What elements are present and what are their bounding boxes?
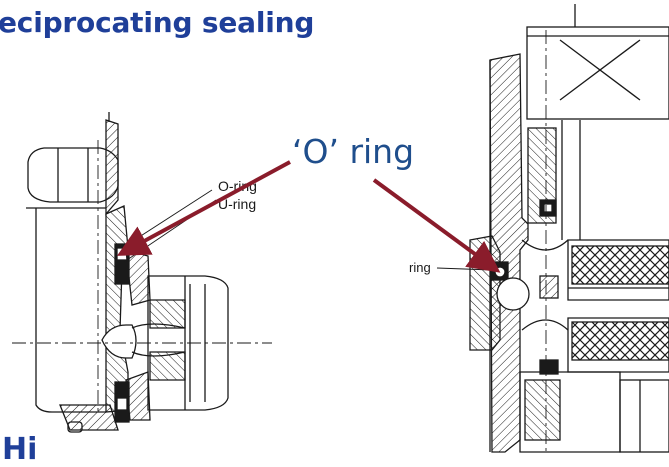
- callout-arrow-right: [372, 178, 501, 273]
- callout-arrow-left: [116, 160, 291, 256]
- u-ring-label: U-ring: [218, 196, 256, 212]
- bottom-heading: Hi: [2, 432, 38, 467]
- slide-title: eciprocating sealing: [0, 6, 315, 39]
- right-valve-drawing: [436, 4, 669, 453]
- seal-diagrams: O-ring U-ring: [12, 4, 669, 453]
- ring-label: ring: [409, 260, 431, 275]
- o-ring-callout: ‘O’ ring: [292, 132, 415, 171]
- slide: O-ring U-ring: [0, 4, 669, 467]
- o-ring-label: O-ring: [218, 178, 257, 194]
- left-valve-drawing: [12, 112, 272, 433]
